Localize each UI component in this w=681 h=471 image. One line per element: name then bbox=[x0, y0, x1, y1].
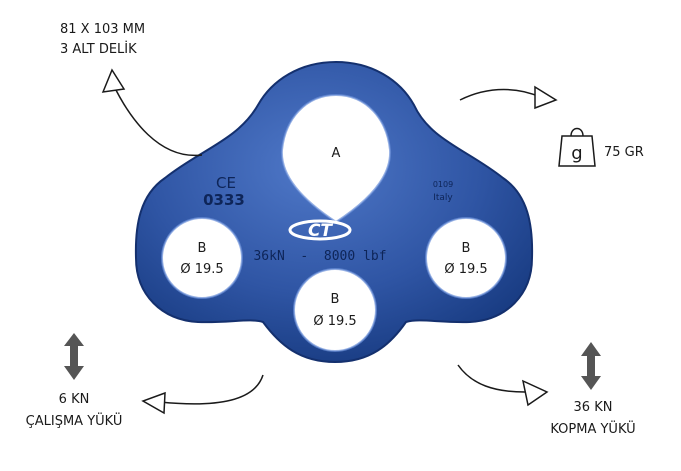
brand-logo: CT bbox=[288, 219, 352, 241]
weight-callout-arrow bbox=[459, 85, 558, 110]
breaking-load-value: 36 KN bbox=[573, 400, 613, 415]
plate-rating: 36kN - 8000 lbf bbox=[253, 249, 386, 264]
hole-b-right-label: B bbox=[462, 241, 471, 256]
plate-ce-mark: CE bbox=[216, 174, 236, 192]
dimensions-callout-arrow bbox=[101, 68, 203, 157]
working-load-double-arrow-icon bbox=[64, 333, 84, 380]
rigging-plate bbox=[134, 60, 534, 364]
plate-origin-country: Italy bbox=[433, 193, 453, 203]
hole-b-bottom-label: B bbox=[331, 292, 340, 307]
plate-ce-number: 0333 bbox=[203, 191, 245, 209]
svg-text:g: g bbox=[571, 143, 582, 164]
holes-count-label: 3 ALT DELİK bbox=[60, 42, 137, 57]
dimensions-label: 81 X 103 MM bbox=[60, 22, 146, 37]
hole-b-right-diameter: Ø 19.5 bbox=[444, 262, 487, 277]
breaking-load-label: KOPMA YÜKÜ bbox=[550, 422, 636, 437]
working-load-label: ÇALIŞMA YÜKÜ bbox=[25, 414, 123, 429]
brand-logo-text: CT bbox=[308, 221, 333, 241]
weight-g-icon: g bbox=[558, 127, 596, 167]
working-load-callout-arrow bbox=[141, 374, 264, 415]
hole-b-bottom-diameter: Ø 19.5 bbox=[313, 314, 356, 329]
hole-b-left-label: B bbox=[198, 241, 207, 256]
hole-a-label: A bbox=[332, 146, 341, 161]
hole-b-left-diameter: Ø 19.5 bbox=[180, 262, 223, 277]
weight-label: 75 GR bbox=[604, 145, 644, 160]
plate-origin-code: 0109 bbox=[433, 180, 453, 189]
breaking-load-double-arrow-icon bbox=[581, 342, 601, 390]
working-load-value: 6 KN bbox=[58, 392, 90, 407]
breaking-load-callout-arrow bbox=[457, 364, 549, 407]
